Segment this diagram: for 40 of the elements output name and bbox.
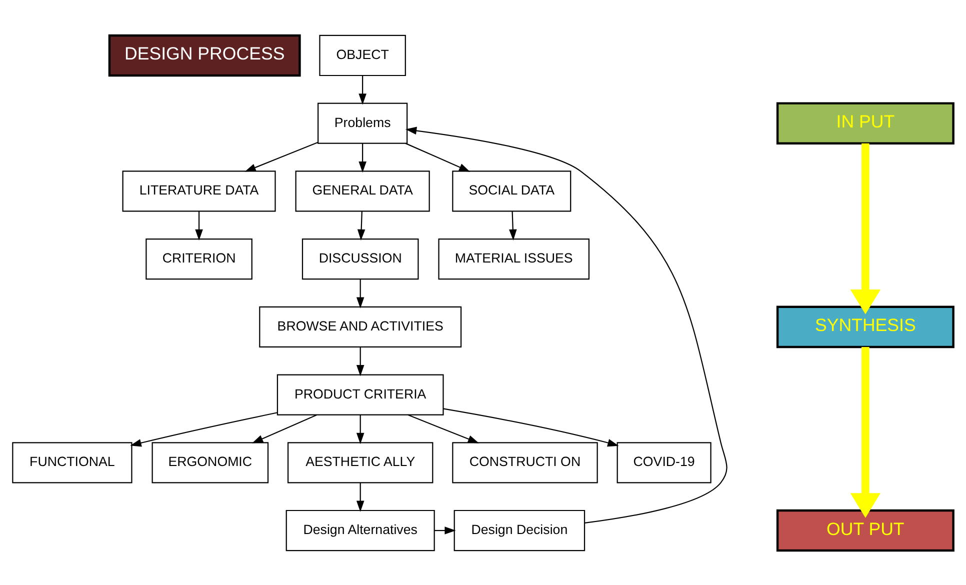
- arrow: [358, 75, 366, 104]
- node-box: CONSTRUCTI ON: [452, 442, 598, 483]
- arrow: [356, 482, 364, 512]
- node-box: Design Alternatives: [286, 509, 435, 551]
- node-box: COVID-19: [616, 442, 712, 483]
- node-box: IN PUT: [776, 102, 954, 144]
- arrow: [195, 210, 203, 240]
- node-box: SOCIAL DATA: [452, 170, 572, 212]
- arrow: [434, 526, 456, 534]
- node-box: AESTHETIC ALLY: [287, 442, 434, 483]
- node-box: DESIGN PROCESS: [108, 34, 301, 76]
- arrow: [405, 142, 470, 172]
- arrow: [244, 141, 318, 172]
- node-box: CRITERION: [146, 238, 252, 280]
- node-box: OUT PUT: [776, 508, 954, 552]
- arrow: [509, 210, 517, 240]
- node-box: GENERAL DATA: [295, 170, 430, 212]
- node-box: PRODUCT CRITERIA: [276, 374, 444, 415]
- arrow: [850, 346, 881, 518]
- arrow: [357, 210, 366, 240]
- node-box: Problems: [318, 102, 408, 144]
- node-box: OBJECT: [319, 34, 406, 76]
- arrow: [405, 126, 728, 524]
- arrow: [443, 408, 619, 446]
- node-box: SYNTHESIS: [776, 305, 954, 348]
- arrow: [850, 142, 881, 314]
- arrow: [130, 412, 278, 446]
- node-box: FUNCTIONAL: [12, 442, 132, 483]
- node-box: DISCUSSION: [302, 238, 419, 280]
- arrow: [408, 414, 480, 443]
- node-box: ERGONOMIC: [152, 442, 269, 483]
- arrow: [358, 142, 366, 172]
- node-box: LITERATURE DATA: [122, 170, 276, 212]
- node-box: Design Decision: [454, 509, 586, 551]
- arrow: [252, 414, 318, 443]
- arrow: [356, 414, 364, 444]
- node-box: BROWSE AND ACTIVITIES: [259, 306, 462, 348]
- arrow: [356, 346, 364, 376]
- node-box: MATERIAL ISSUES: [438, 238, 590, 280]
- arrow: [356, 278, 364, 308]
